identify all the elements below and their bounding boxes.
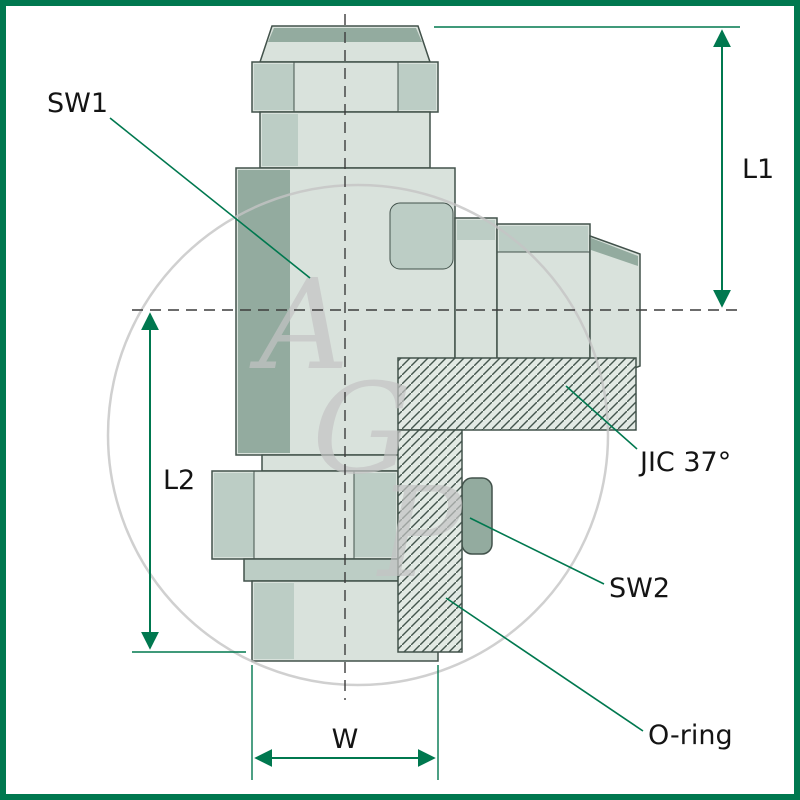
top-neck-shade [262, 114, 298, 166]
callout-oring: O-ring [445, 597, 733, 751]
label-sw1: SW1 [47, 88, 108, 119]
sw2-leader-line [469, 517, 605, 585]
label-l2: L2 [163, 465, 195, 496]
label-l1: L1 [742, 154, 774, 185]
branch-neck-shade [457, 220, 495, 240]
branch-flare-nose [589, 234, 641, 388]
label-jic: JIC 37° [638, 447, 731, 478]
top-hex-left-facet [254, 64, 294, 110]
dimension-l1: L1 [434, 26, 774, 308]
branch-flare-top-band [591, 238, 638, 266]
locknut-left-facet [214, 473, 254, 557]
section-hatch [397, 357, 637, 653]
callout-jic: JIC 37° [565, 385, 731, 478]
oring-leader-line [445, 597, 644, 732]
technical-drawing-svg: A G P L1 L2 W SW1 JIC 37° SW2 O-ri [47, 14, 774, 780]
centerlines [132, 14, 742, 700]
locknut-right-facet [354, 473, 396, 557]
hatch-stud-wall [397, 429, 463, 653]
hatch-branch-flange [397, 357, 637, 431]
dimension-l2: L2 [132, 312, 246, 653]
label-oring: O-ring [648, 720, 733, 751]
main-body-left-shade [238, 170, 290, 453]
dimension-w: W [251, 665, 439, 780]
top-hex-right-facet [398, 64, 436, 110]
label-sw2: SW2 [609, 573, 670, 604]
sw2-nut-section [461, 477, 493, 555]
watermark-circle [106, 183, 610, 687]
jic-leader-line [565, 385, 638, 450]
body-bore-corner-detail [389, 202, 454, 270]
watermark-letter-a: A [249, 253, 349, 398]
watermark: A G P [106, 183, 610, 687]
stud-left-shade [254, 583, 294, 659]
watermark-letter-p: P [376, 461, 464, 606]
watermark-letter-g: G [312, 357, 412, 502]
sw1-leader-line [109, 117, 311, 279]
fitting [211, 25, 641, 662]
callout-sw1: SW1 [47, 88, 311, 279]
label-w: W [332, 724, 359, 755]
callout-sw2: SW2 [469, 517, 670, 604]
